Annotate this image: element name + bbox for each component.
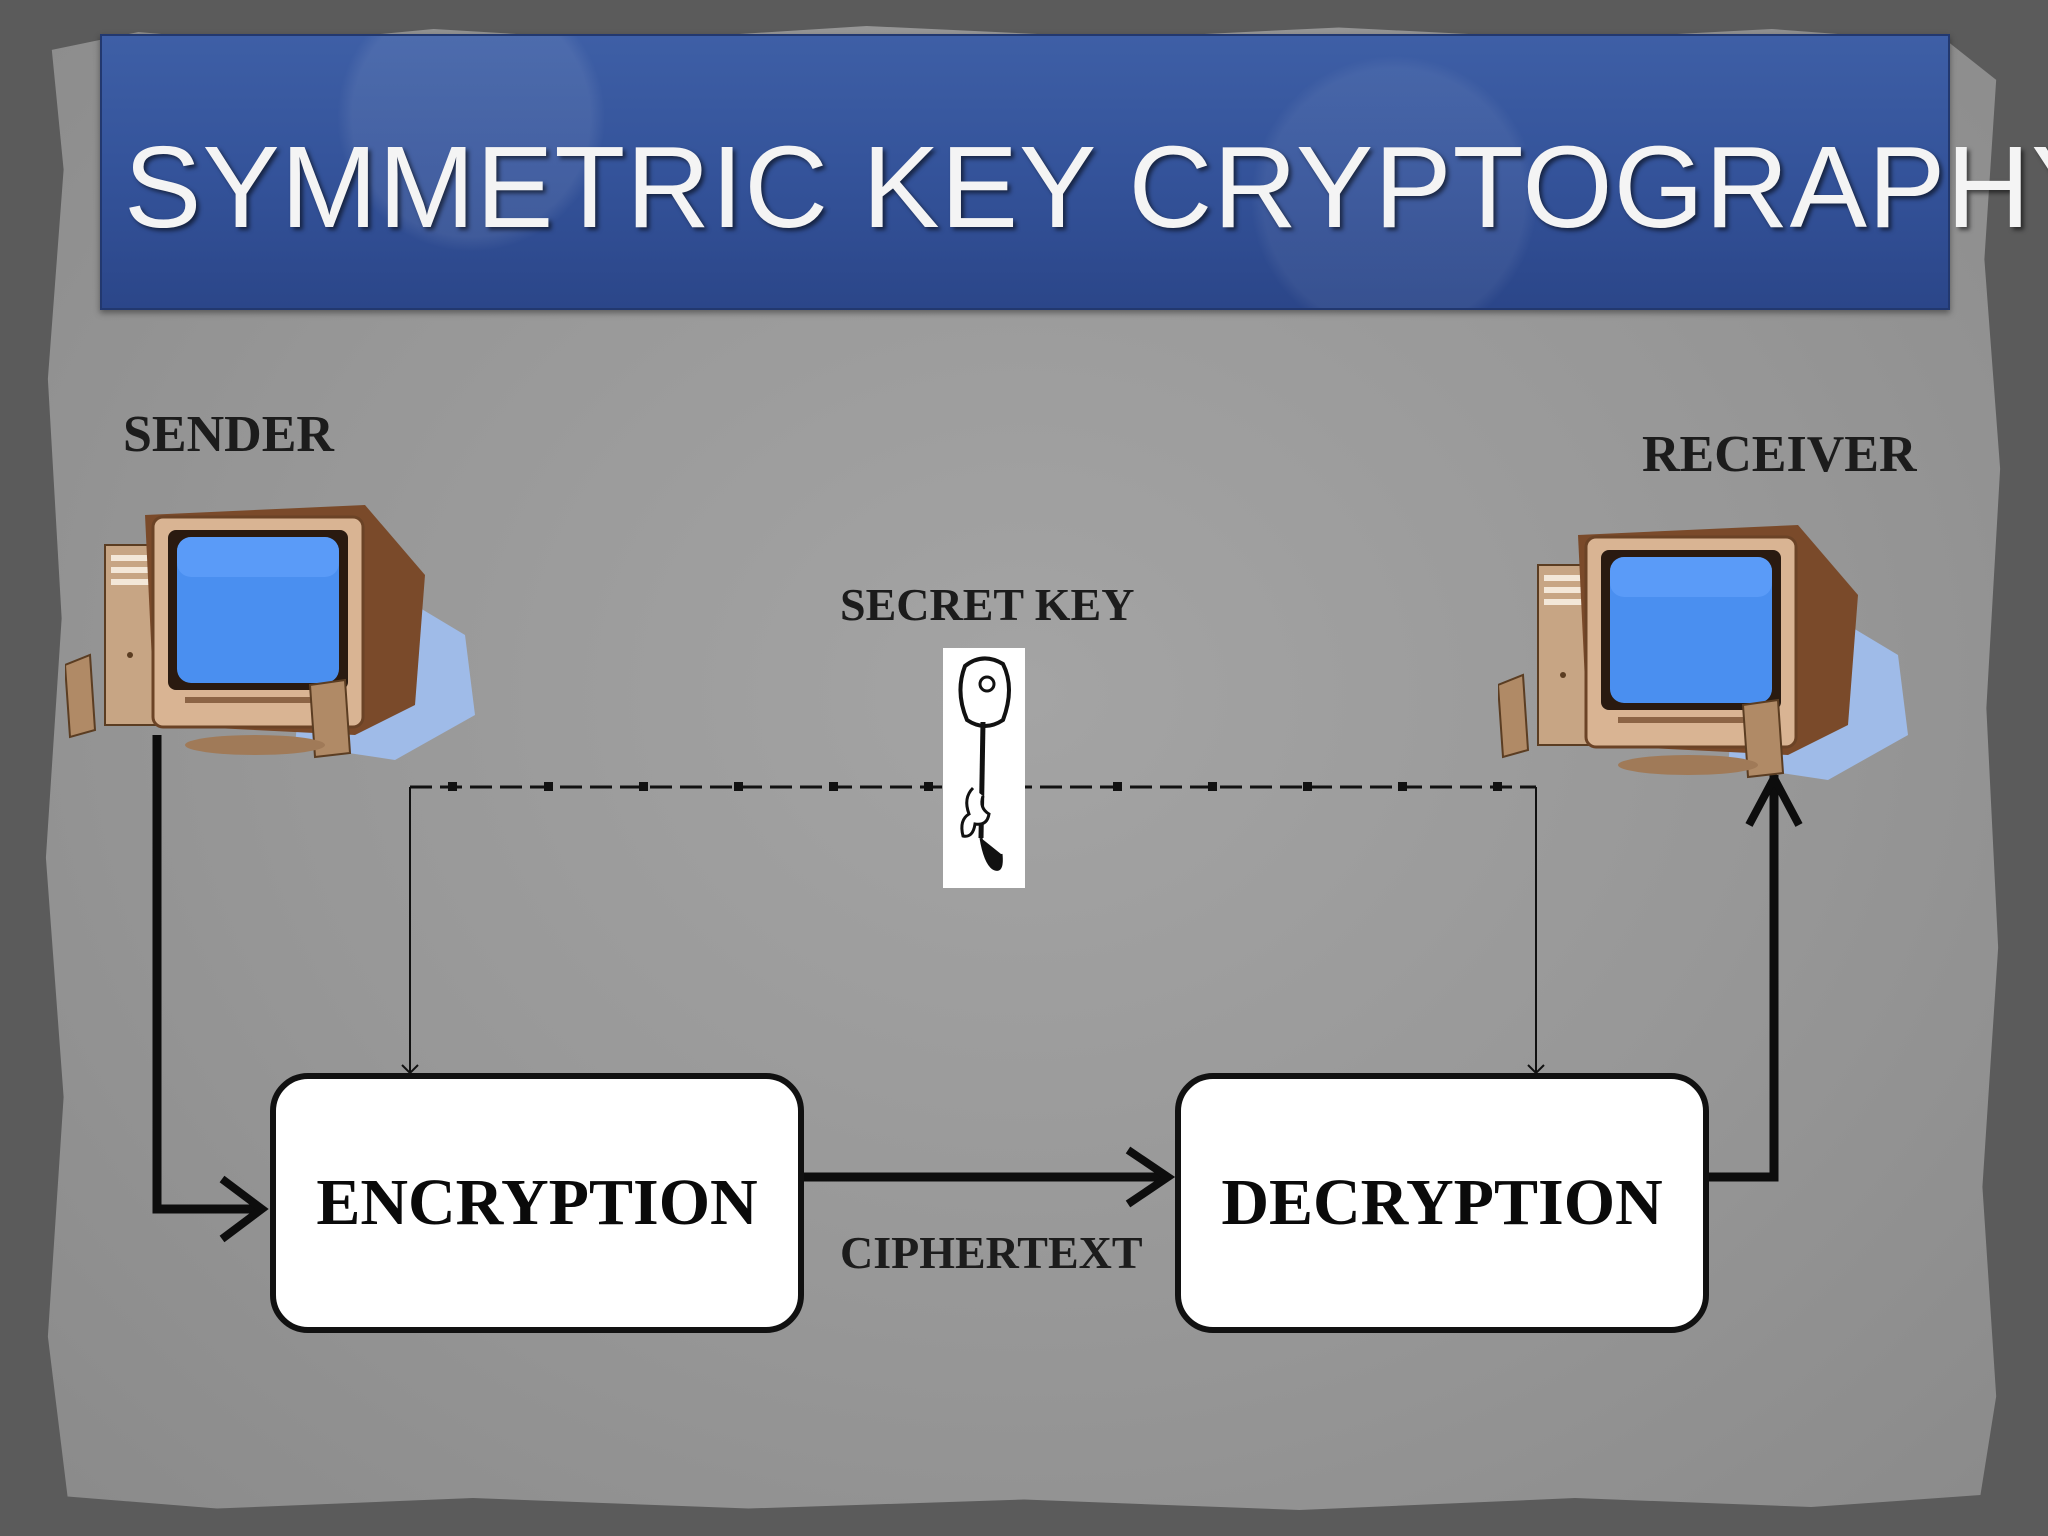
- decryption-to-receiver-line: [1709, 775, 1779, 1182]
- secret-key-dots: [448, 782, 1502, 791]
- sender-computer-icon: [65, 505, 475, 760]
- slide-title: SYMMETRIC KEY CRYPTOGRAPHY: [124, 122, 2048, 252]
- ciphertext-label: CIPHERTEXT: [840, 1227, 1143, 1278]
- decryption-to-receiver-arrowhead: [1745, 769, 1803, 827]
- sender-to-encryption-arrowhead: [219, 1175, 269, 1243]
- key-icon: [943, 648, 1025, 888]
- encryption-label: ENCRYPTION: [316, 1166, 758, 1239]
- sender-to-encryption-line: [152, 735, 262, 1214]
- secret-key-label: SECRET KEY: [840, 579, 1135, 630]
- decryption-label: DECRYPTION: [1221, 1166, 1663, 1239]
- title-banner: SYMMETRIC KEY CRYPTOGRAPHY: [100, 34, 2048, 310]
- ciphertext-arrowhead: [1125, 1146, 1176, 1208]
- receiver-label: RECEIVER: [1642, 426, 1917, 483]
- receiver-computer-icon: [1498, 525, 1908, 780]
- encryption-box: ENCRYPTION: [270, 1073, 804, 1333]
- sender-label: SENDER: [123, 406, 334, 463]
- decryption-box: DECRYPTION: [1175, 1073, 1709, 1333]
